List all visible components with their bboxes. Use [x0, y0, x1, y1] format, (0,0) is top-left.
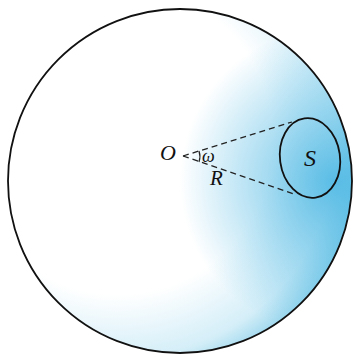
angle-label: ω: [202, 147, 215, 165]
sphere-outline: [8, 9, 352, 353]
sphere-shading: [8, 9, 352, 353]
surface-patch: S: [278, 116, 342, 200]
radius-label: R: [210, 168, 223, 189]
angle-arc: [198, 151, 200, 162]
sphere-fill: [8, 9, 352, 353]
center-label: O: [160, 142, 176, 164]
patch-label: S: [304, 146, 316, 170]
